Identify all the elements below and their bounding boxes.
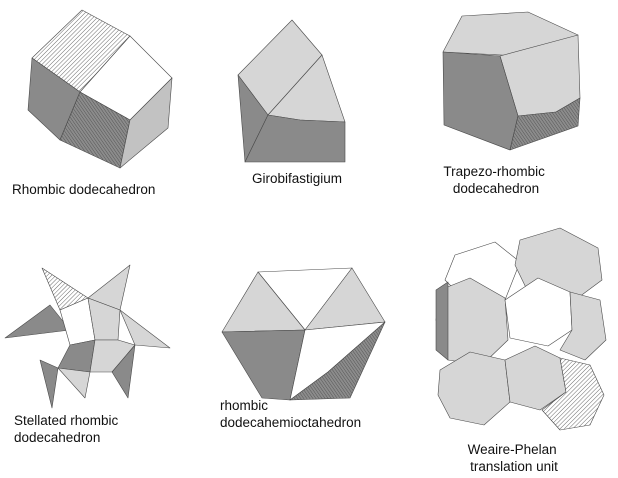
rhombic-dodecahedron-drawing <box>27 9 173 169</box>
caption-rhombic-dodecahedron: Rhombic dodecahedron <box>12 182 155 197</box>
stellated-upper-left-spike <box>4 304 71 339</box>
wp-lower-left-cell <box>437 351 511 426</box>
caption-trapezo-rhombic: Trapezo-rhombic dodecahedron <box>443 164 548 196</box>
caption-girobifastigium: Girobifastigium <box>252 171 342 186</box>
hemi-lower-right-face <box>289 321 386 401</box>
caption-dodecahemioctahedron: rhombic dodecahemioctahedron <box>220 398 361 430</box>
weaire-phelan-drawing <box>435 227 607 431</box>
giro-bottom-face <box>244 114 346 163</box>
wp-right-cell <box>559 291 607 361</box>
stellated-lower-spike <box>57 367 91 399</box>
wp-lower-right-cell <box>541 357 605 431</box>
wp-left-cell-shade <box>435 281 449 361</box>
girobifastigium-drawing <box>237 19 346 163</box>
wp-center-cell <box>504 277 573 347</box>
stellated-center-face-3 <box>57 339 96 373</box>
stellated-lower-right-spike <box>111 344 136 399</box>
rhombic-right-face <box>119 77 173 169</box>
caption-weaire-phelan: Weaire-Phelan translation unit <box>468 442 561 474</box>
stellated-rhombic-drawing <box>4 264 171 409</box>
trapezo-bottom-face <box>509 97 581 151</box>
stellated-right-spike <box>119 309 171 349</box>
caption-stellated-rhombic: Stellated rhombic dodecahedron <box>14 413 122 445</box>
dodecahemioctahedron-drawing <box>221 267 386 401</box>
stellated-lower-left-spike <box>39 359 59 409</box>
trapezo-rhombic-drawing <box>442 11 581 151</box>
